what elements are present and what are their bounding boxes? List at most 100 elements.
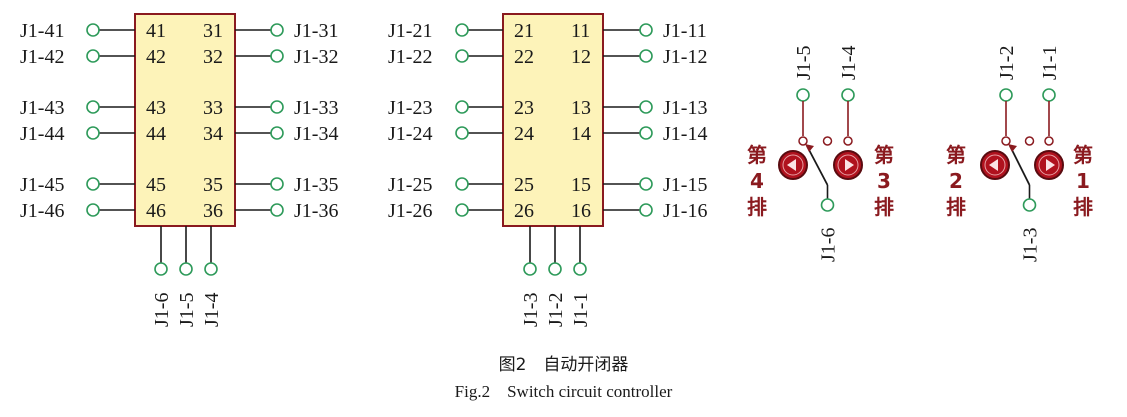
left-terminal-icon — [455, 203, 469, 217]
right-terminal-icon — [639, 49, 653, 63]
rotor-left-icon-ring — [782, 154, 804, 176]
rotor-right-icon-ring — [1038, 154, 1060, 176]
left-terminal-icon — [86, 126, 100, 140]
left-terminal-label: J1-21 — [388, 20, 432, 42]
right-pin-number: 11 — [571, 20, 590, 42]
left-pin-number: 43 — [146, 97, 166, 119]
right-terminal-label: J1-34 — [294, 123, 338, 145]
bottom-terminal-icon — [154, 262, 168, 276]
left-pin-number: 45 — [146, 174, 166, 196]
rotor-left-icon-arrow — [989, 159, 998, 171]
row-label-right: 第 — [1073, 143, 1093, 167]
switch-blade — [1009, 145, 1031, 186]
switch-bottom-terminal-icon — [1022, 198, 1037, 212]
right-terminal-label: J1-14 — [663, 123, 707, 145]
bottom-terminal-label: J1-5 — [176, 293, 198, 327]
right-terminal-label: J1-35 — [294, 174, 338, 196]
switch-contact-icon — [1044, 136, 1054, 146]
right-terminal-icon — [270, 203, 284, 217]
switch-bottom-label: J1-6 — [818, 228, 840, 262]
right-terminal-icon — [270, 177, 284, 191]
left-terminal-icon — [86, 100, 100, 114]
left-terminal-label: J1-44 — [20, 123, 64, 145]
left-pin-number: 44 — [146, 123, 166, 145]
terminal-block-2 — [502, 13, 604, 227]
figure-caption-english: Fig.2 Switch circuit controller — [454, 382, 673, 401]
switch-contact-icon — [843, 136, 853, 146]
switch-contact-icon — [822, 136, 833, 146]
right-terminal-icon — [639, 23, 653, 37]
right-pin-number: 12 — [571, 46, 591, 68]
left-terminal-label: J1-42 — [20, 46, 64, 68]
bottom-terminal-icon — [204, 262, 218, 276]
switch-top-left-terminal-icon — [796, 88, 810, 102]
row-label-right: 3 — [877, 169, 891, 193]
row-label-right: 排 — [1073, 195, 1093, 219]
bottom-terminal-label: J1-6 — [151, 293, 173, 327]
switch-contact-icon — [1001, 136, 1011, 146]
right-terminal-label: J1-12 — [663, 46, 707, 68]
left-terminal-icon — [455, 177, 469, 191]
left-terminal-label: J1-46 — [20, 200, 64, 222]
right-pin-number: 31 — [203, 20, 223, 42]
left-terminal-icon — [455, 100, 469, 114]
bottom-terminal-label: J1-2 — [545, 293, 567, 327]
rotor-left-icon-arrow — [787, 159, 796, 171]
right-terminal-icon — [270, 100, 284, 114]
left-terminal-icon — [86, 23, 100, 37]
left-terminal-label: J1-24 — [388, 123, 432, 145]
switch-blade — [806, 145, 829, 186]
row-label-left: 第 — [747, 143, 767, 167]
row-label-left: 4 — [750, 169, 764, 193]
row-label-right: 排 — [874, 195, 894, 219]
left-pin-number: 26 — [514, 200, 534, 222]
right-terminal-label: J1-32 — [294, 46, 338, 68]
left-terminal-icon — [455, 126, 469, 140]
right-pin-number: 34 — [203, 123, 223, 145]
left-terminal-label: J1-25 — [388, 174, 432, 196]
right-terminal-label: J1-36 — [294, 200, 338, 222]
row-label-right: 1 — [1076, 169, 1090, 193]
right-pin-number: 14 — [571, 123, 591, 145]
right-pin-number: 16 — [571, 200, 591, 222]
left-pin-number: 23 — [514, 97, 534, 119]
rotor-right-icon-ring — [837, 154, 859, 176]
right-pin-number: 36 — [203, 200, 223, 222]
left-terminal-icon — [86, 203, 100, 217]
left-pin-number: 21 — [514, 20, 534, 42]
switch-contact-icon — [798, 136, 808, 146]
switch-bottom-terminal-icon — [820, 198, 835, 212]
switch-top-right-terminal-icon — [841, 88, 855, 102]
left-pin-number: 25 — [514, 174, 534, 196]
right-terminal-label: J1-33 — [294, 97, 338, 119]
right-pin-number: 32 — [203, 46, 223, 68]
bottom-terminal-label: J1-3 — [520, 293, 542, 327]
left-terminal-icon — [455, 23, 469, 37]
switch-top-left-label: J1-2 — [996, 46, 1018, 80]
switch-contact-icon — [1024, 136, 1035, 146]
right-pin-number: 35 — [203, 174, 223, 196]
right-terminal-icon — [270, 49, 284, 63]
row-label-left: 第 — [946, 143, 966, 167]
rotor-right-icon-arrow — [845, 159, 854, 171]
right-pin-number: 15 — [571, 174, 591, 196]
right-terminal-label: J1-13 — [663, 97, 707, 119]
right-terminal-label: J1-16 — [663, 200, 707, 222]
row-label-left: 排 — [946, 195, 966, 219]
bottom-terminal-icon — [573, 262, 587, 276]
terminal-block-1 — [134, 13, 236, 227]
switch-top-right-terminal-icon — [1042, 88, 1056, 102]
switch-top-left-terminal-icon — [999, 88, 1013, 102]
right-terminal-label: J1-11 — [663, 20, 707, 42]
right-terminal-label: J1-31 — [294, 20, 338, 42]
left-terminal-label: J1-41 — [20, 20, 64, 42]
right-terminal-label: J1-15 — [663, 174, 707, 196]
left-pin-number: 22 — [514, 46, 534, 68]
left-pin-number: 46 — [146, 200, 166, 222]
right-terminal-icon — [270, 23, 284, 37]
left-terminal-label: J1-45 — [20, 174, 64, 196]
left-terminal-icon — [455, 49, 469, 63]
left-terminal-label: J1-26 — [388, 200, 432, 222]
bottom-terminal-icon — [523, 262, 537, 276]
bottom-terminal-icon — [179, 262, 193, 276]
